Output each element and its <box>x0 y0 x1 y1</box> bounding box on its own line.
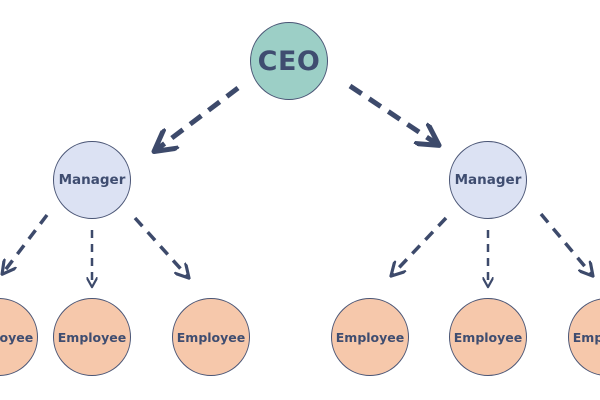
employee-label: Employee <box>176 329 246 345</box>
arrow-manager-right-to-employee-5 <box>539 212 592 275</box>
employee-node: Employee <box>172 298 250 376</box>
arrow-manager-left-to-employee-2 <box>133 216 188 277</box>
employee-node: Employee <box>449 298 527 376</box>
manager-node-left: Manager <box>53 141 131 219</box>
employee-node: Employee <box>53 298 131 376</box>
employee-label: Employee <box>453 329 523 345</box>
ceo-label: CEO <box>257 45 321 77</box>
manager-node-right: Manager <box>449 141 527 219</box>
employee-label: Employee <box>0 329 34 345</box>
manager-label: Manager <box>58 172 126 188</box>
arrow-manager-left-to-employee-0 <box>3 213 49 273</box>
manager-label: Manager <box>454 172 522 188</box>
employee-label: Employee <box>57 329 127 345</box>
arrow-manager-right-to-employee-3 <box>392 216 448 275</box>
arrow-ceo-to-manager-right <box>348 83 437 144</box>
employee-node: Employee <box>331 298 409 376</box>
employee-label: Employee <box>572 329 600 345</box>
ceo-node: CEO <box>250 22 328 100</box>
employee-label: Employee <box>335 329 405 345</box>
arrow-ceo-to-manager-left <box>156 86 240 150</box>
